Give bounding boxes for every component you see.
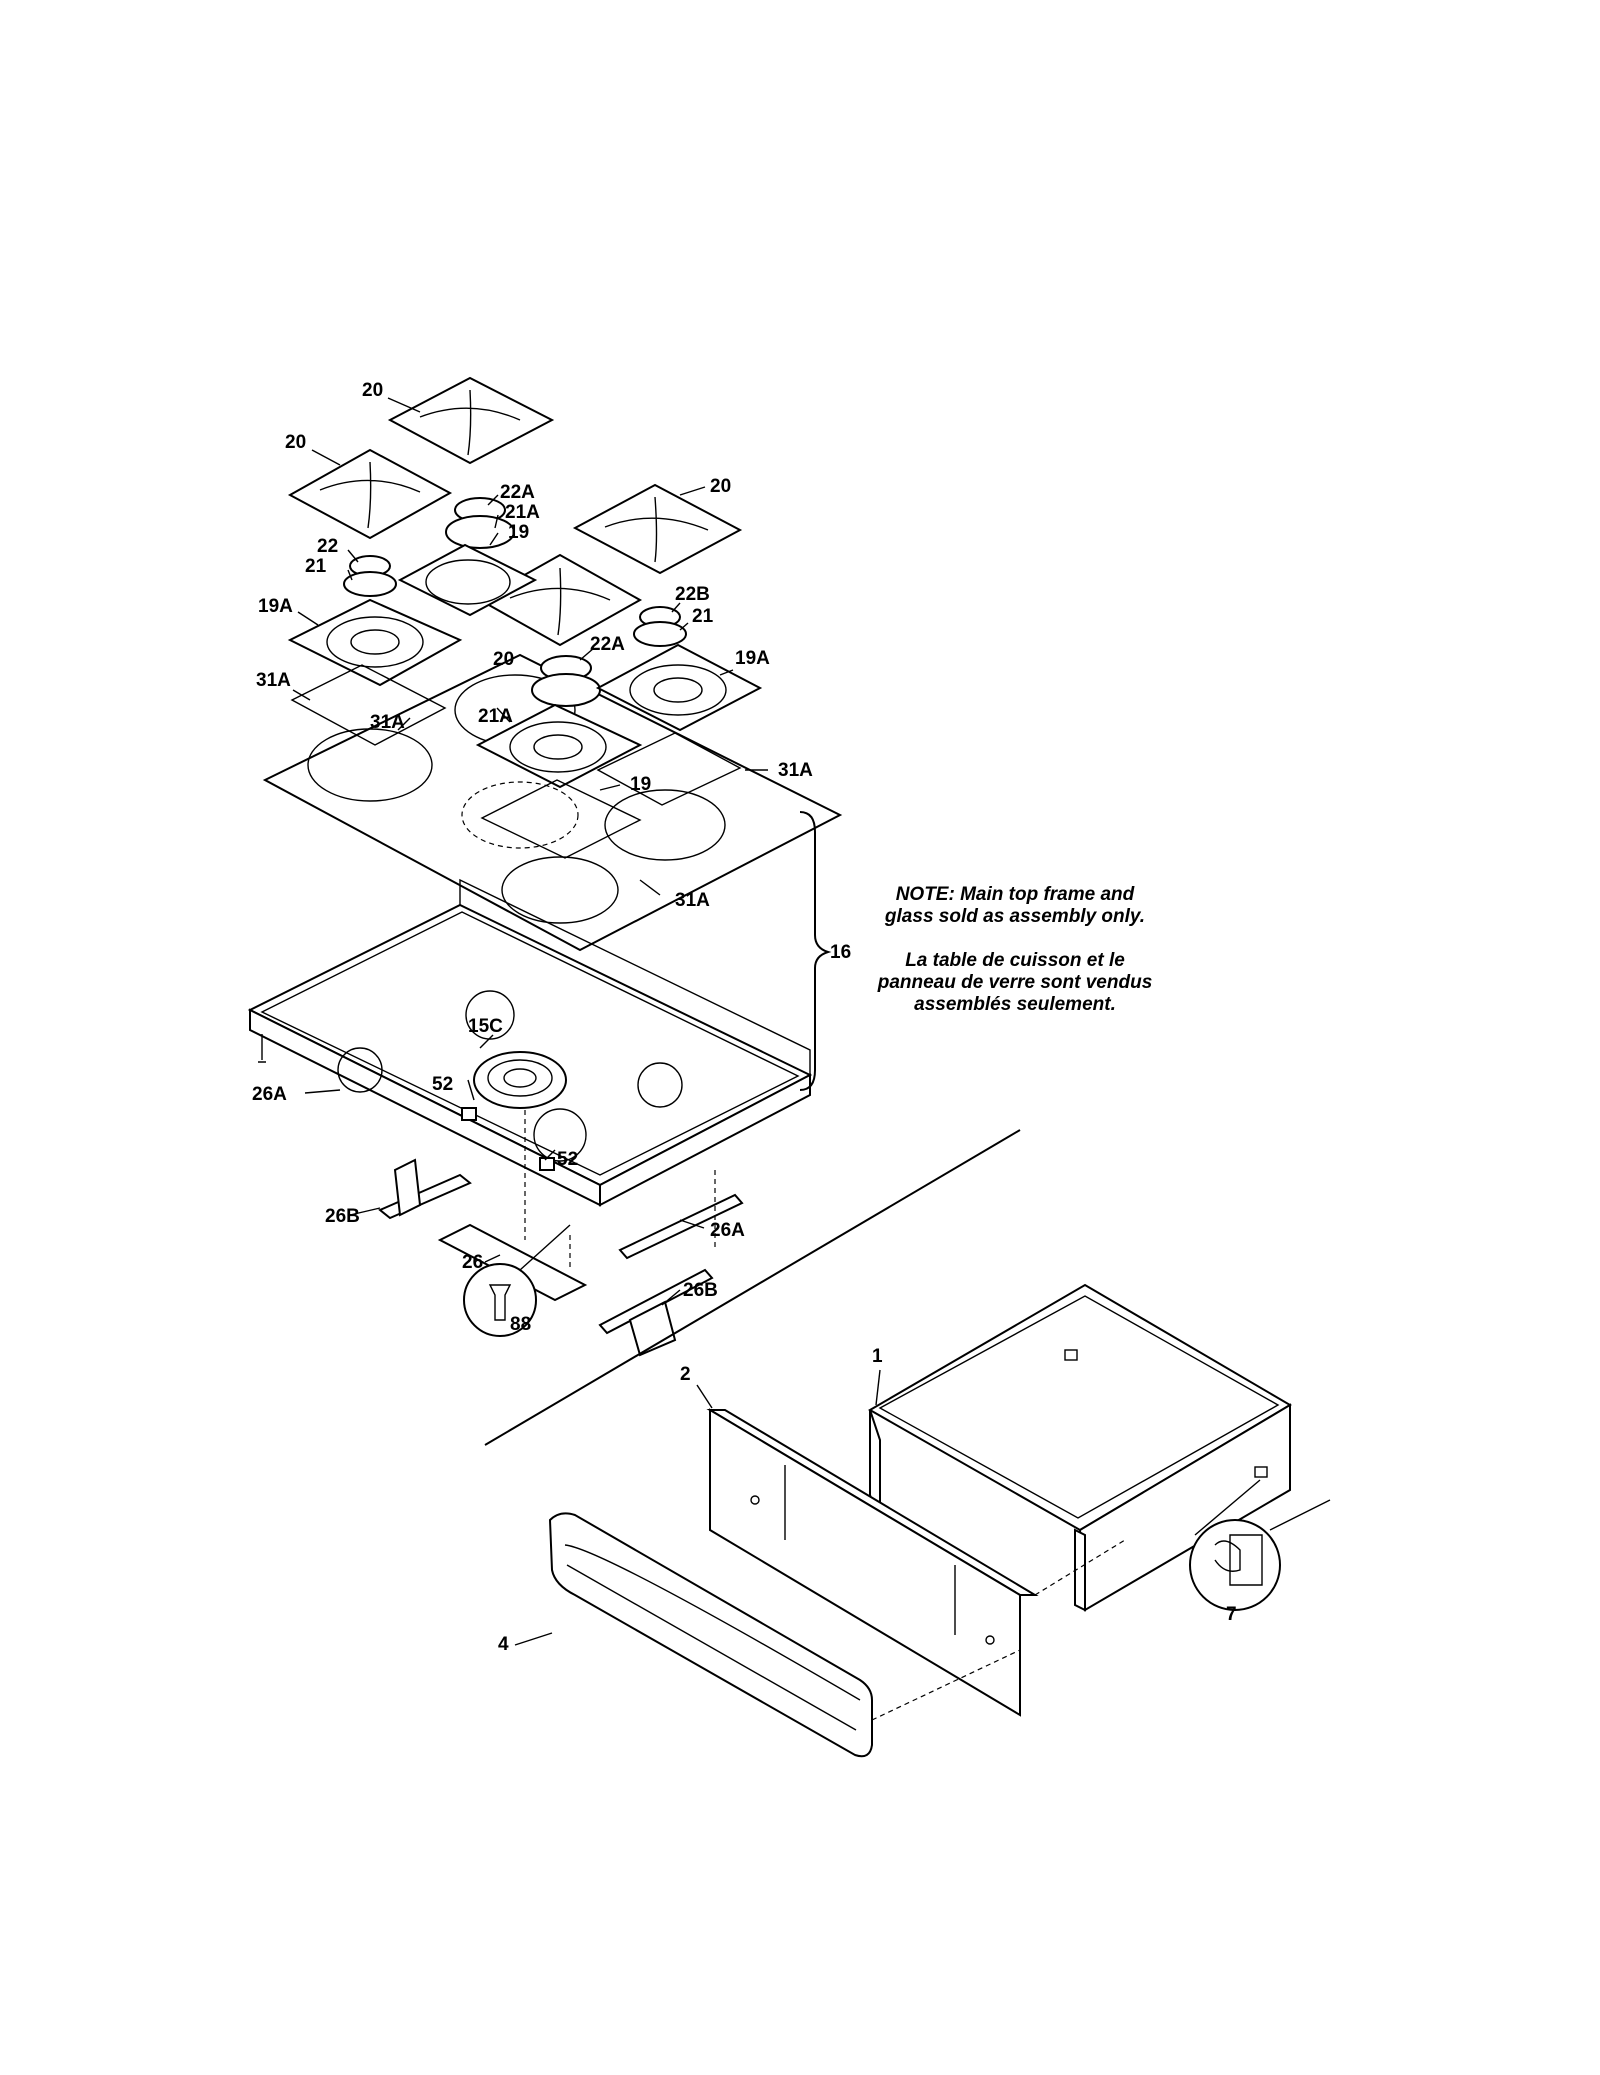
note-fr-line-3: assemblés seulement. [914, 994, 1116, 1015]
detail-callout-7 [1189, 1479, 1331, 1611]
label-22A: 22A [500, 482, 535, 503]
label-4: 4 [498, 1634, 509, 1655]
label-26A: 26A [252, 1084, 287, 1105]
part-labels: 20 20 20 22A 21A 19 22 21 22B 21 19A 22A… [252, 380, 1237, 1655]
label-15C: 15C [468, 1016, 503, 1037]
label-16: 16 [830, 942, 851, 963]
label-19A: 19A [735, 648, 770, 669]
label-19A: 19A [258, 596, 293, 617]
label-52: 52 [432, 1074, 453, 1095]
drawer-front-panel [548, 1512, 1126, 1758]
label-26B: 26B [683, 1280, 718, 1301]
label-26: 26 [462, 1252, 483, 1273]
label-2: 2 [680, 1364, 691, 1385]
assembly-note: NOTE: Main top frame and glass sold as a… [877, 884, 1153, 1015]
label-52: 52 [557, 1149, 578, 1170]
label-31A: 31A [675, 890, 710, 911]
leader-lines [292, 397, 881, 1646]
note-en-line-2: glass sold as assembly only. [884, 906, 1145, 927]
burner-gaskets [290, 664, 742, 859]
label-19: 19 [508, 522, 529, 543]
frame-brackets [378, 1110, 744, 1357]
label-1: 1 [872, 1346, 883, 1367]
label-20: 20 [285, 432, 306, 453]
label-22: 22 [317, 536, 338, 557]
main-top-frame [247, 878, 813, 1207]
label-26B: 26B [325, 1206, 360, 1227]
label-20: 20 [710, 476, 731, 497]
label-26A: 26A [710, 1220, 745, 1241]
label-20: 20 [493, 649, 514, 670]
burner-caps-and-drip-bowls [287, 497, 763, 789]
note-fr-line-1: La table de cuisson et le [905, 950, 1125, 971]
label-21: 21 [692, 606, 714, 627]
label-88: 88 [510, 1314, 531, 1335]
detail-callout-88 [463, 1224, 571, 1337]
note-fr-line-2: panneau de verre sont vendus [877, 972, 1153, 993]
label-7: 7 [1226, 1604, 1237, 1625]
label-20: 20 [362, 380, 383, 401]
label-31A: 31A [778, 760, 813, 781]
section-divider-line [484, 1129, 1021, 1446]
label-31A: 31A [370, 712, 405, 733]
label-31A: 31A [256, 670, 291, 691]
note-en-line-1: NOTE: Main top frame and [896, 884, 1135, 905]
assembly-bracket-16 [799, 811, 832, 1091]
label-21A: 21A [505, 502, 540, 523]
label-19: 19 [630, 774, 651, 795]
label-22A: 22A [590, 634, 625, 655]
storage-drawer [867, 1283, 1292, 1612]
label-22B: 22B [675, 584, 710, 605]
label-21A: 21A [478, 706, 513, 727]
label-21: 21 [305, 556, 327, 577]
